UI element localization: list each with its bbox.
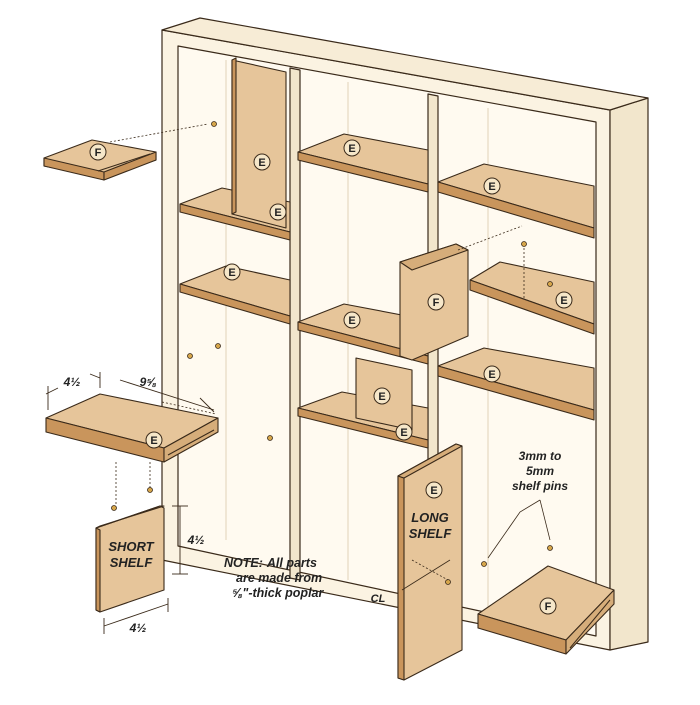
dim-short-shelf-width: 4½	[129, 621, 147, 635]
note-line3: ⅝"-thick poplar	[232, 586, 324, 600]
part-e-long-shelf-vertical	[397, 443, 463, 681]
part-label-text: E	[400, 427, 407, 439]
long-shelf-label-line2: SHELF	[409, 526, 453, 541]
centerline-symbol: CL	[371, 593, 386, 605]
note-text-line1: All parts	[266, 556, 317, 570]
part-f-top-left	[43, 139, 157, 181]
part-label-text: E	[228, 267, 235, 279]
part-f-short-shelf	[95, 505, 165, 613]
shelf-e-middle-top	[297, 133, 429, 193]
part-label-text: E	[378, 391, 385, 403]
part-label-text: E	[560, 295, 567, 307]
part-labels: F E E E E E E F E E E E E E F	[89, 139, 573, 615]
shelf-pins-label-line1: 3mm to	[519, 449, 562, 463]
part-label-text: E	[488, 369, 495, 381]
shelf-e-left-middle	[179, 265, 291, 325]
part-e-long-shelf-exploded	[45, 393, 219, 463]
divider-e-left	[231, 57, 287, 229]
label-badge-e: E	[483, 365, 501, 383]
short-shelf-label-line1: SHORT	[108, 539, 154, 554]
note-prefix: NOTE:	[224, 556, 263, 570]
label-badge-e: E	[483, 177, 501, 195]
label-badge-e: E	[223, 263, 241, 281]
part-label-text: F	[545, 601, 552, 613]
callout-text: SHORT SHELF LONG SHELF 3mm to 5mm shelf …	[108, 449, 568, 605]
part-label-text: E	[348, 315, 355, 327]
dim-shelf-width: 9⅝	[140, 375, 157, 389]
shelf-pin	[267, 435, 273, 441]
note-line2: are made from	[236, 571, 322, 585]
label-badge-e: E	[343, 311, 361, 329]
shelf-pin	[111, 505, 117, 511]
label-badge-e: E	[343, 139, 361, 157]
shelf-pin	[547, 545, 553, 551]
part-label-text: E	[150, 435, 157, 447]
shelf-pin	[521, 241, 527, 247]
shelf-pin	[547, 281, 553, 287]
part-label-text: E	[488, 181, 495, 193]
part-label-text: E	[258, 157, 265, 169]
label-badge-f: F	[427, 293, 445, 311]
shelf-e-right-lower	[437, 347, 595, 421]
note-line1: NOTE:All parts	[224, 556, 317, 570]
shelf-pins	[111, 121, 553, 585]
part-label-text: F	[433, 297, 440, 309]
shelf-pin	[481, 561, 487, 567]
dimension-text: 4½ 9⅝ 4½ 4½	[63, 375, 205, 635]
dimension-lines	[45, 372, 215, 634]
shelf-e-right-middle	[469, 261, 595, 335]
long-shelf-label-line1: LONG	[411, 510, 449, 525]
short-shelf-label-line2: SHELF	[110, 555, 154, 570]
label-badge-e: E	[145, 431, 163, 449]
dim-shelf-depth: 4½	[63, 375, 81, 389]
shelf-pin	[445, 579, 451, 585]
exploded-parts	[43, 139, 615, 681]
label-badge-f: F	[539, 597, 557, 615]
leader-lines	[109, 123, 551, 591]
part-label-text: E	[348, 143, 355, 155]
label-badge-e: E	[253, 153, 271, 171]
shelf-pins-label-line3: shelf pins	[512, 479, 568, 493]
part-label-text: E	[430, 485, 437, 497]
part-label-text: F	[95, 147, 102, 159]
label-badge-e: E	[373, 387, 391, 405]
shelf-pin	[211, 121, 217, 127]
label-badge-f: F	[89, 143, 107, 161]
note-block: NOTE:All parts are made from ⅝"-thick po…	[224, 556, 324, 600]
shelf-pin	[147, 487, 153, 493]
label-badge-e: E	[269, 203, 287, 221]
shelf-e-right-top	[437, 163, 595, 239]
label-badge-e: E	[425, 481, 443, 499]
shelf-pin	[187, 353, 193, 359]
shelf-pin	[215, 343, 221, 349]
shelf-e-middle-center	[297, 303, 429, 365]
shelf-pins-label-line2: 5mm	[526, 464, 554, 478]
label-badge-e: E	[555, 291, 573, 309]
dim-short-shelf-height: 4½	[187, 533, 205, 547]
label-badge-e: E	[395, 423, 413, 441]
part-label-text: E	[274, 207, 281, 219]
